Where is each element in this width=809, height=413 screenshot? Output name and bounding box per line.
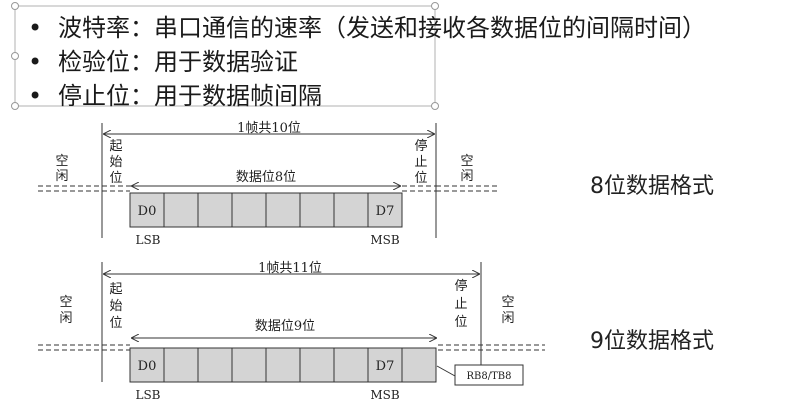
bullet-icon: •: [28, 82, 43, 110]
cell-label-d7: D7: [376, 204, 395, 219]
stop-bit-label: 停: [414, 138, 427, 154]
stop-bit-label: 止: [454, 297, 467, 312]
idle-label: 空: [460, 154, 473, 169]
data-bit-cell: [163, 192, 199, 228]
data-bit-cell: [129, 347, 165, 383]
data-bit-cell: [299, 347, 335, 383]
cell-label-d0: D0: [138, 204, 157, 219]
labels-9bit: 1帧共11位 空 闲 起 始 位 数据位9位 停 止 位 空 闲 LSB MSB…: [59, 261, 514, 402]
start-bit-label: 始: [109, 155, 122, 170]
lsb-label: LSB: [135, 233, 160, 247]
stop-bit-label: 止: [414, 155, 427, 170]
data-bit-cell: [231, 192, 267, 228]
data-bit-cell: [367, 192, 403, 228]
frame-8bit: [38, 123, 500, 238]
stop-bit-label: 停: [454, 278, 467, 294]
bullet-item-stop-bit: • 停止位：用于数据帧间隔: [28, 76, 322, 111]
idle-label: 闲: [59, 311, 72, 326]
start-bit-label: 起: [109, 282, 122, 297]
resize-handle[interactable]: [11, 102, 19, 110]
data-bits-label: 数据位9位: [255, 319, 315, 334]
cell-label-d0: D0: [138, 359, 157, 374]
data-cells-9bit: D0 D7: [129, 347, 437, 383]
data-bit-cell: [333, 192, 369, 228]
start-bit-label: 起: [109, 139, 122, 154]
data-bit-cell: [163, 347, 199, 383]
bullet-text-box[interactable]: • 波特率：串口通信的速率（发送和接收各数据位的间隔时间） • 检验位：用于数据验证…: [0, 0, 809, 120]
data-bit-cell: [231, 347, 267, 383]
data-bits-label: 数据位8位: [236, 170, 296, 185]
data-bit-cell: [401, 347, 437, 383]
idle-label: 闲: [55, 169, 68, 184]
bullet-text: 停止位：用于数据帧间隔: [58, 82, 322, 110]
start-bit-label: 位: [109, 316, 122, 331]
bullet-text: 波特率：串口通信的速率（发送和接收各数据位的间隔时间）: [58, 14, 706, 42]
total-label: 1帧共10位: [237, 121, 301, 136]
idle-label: 空: [501, 295, 514, 310]
bullet-text: 检验位：用于数据验证: [58, 48, 298, 76]
total-label: 1帧共11位: [258, 261, 322, 276]
lsb-label: LSB: [135, 388, 160, 402]
data-bit-cell: [265, 192, 301, 228]
extra-bit-label: RB8/TB8: [467, 371, 512, 382]
data-bit-cell: [129, 192, 165, 228]
idle-label: 空: [55, 154, 68, 169]
bullet-icon: •: [28, 48, 43, 76]
data-bit-cell: [197, 192, 233, 228]
cell-label-d7: D7: [376, 359, 395, 374]
start-bit-label: 位: [109, 171, 122, 186]
msb-label: MSB: [370, 233, 400, 247]
idle-label: 空: [59, 295, 72, 310]
bullet-item-baud-rate: • 波特率：串口通信的速率（发送和接收各数据位的间隔时间）: [28, 8, 706, 43]
idle-label: 闲: [460, 169, 473, 184]
data-bit-cell: [299, 192, 335, 228]
data-bit-cell: [367, 347, 403, 383]
start-bit-label: 始: [109, 299, 122, 314]
text-box-selection-frame: [11, 2, 439, 110]
labels-8bit: 1帧共10位 空 闲 起 始 位 数据位8位 停 止 位 空 闲 LSB MSB: [55, 121, 473, 247]
format-label-8bit: 8位数据格式: [590, 174, 714, 199]
format-label-9bit: 9位数据格式: [590, 329, 714, 354]
stop-bit-label: 位: [414, 171, 427, 186]
data-bit-cell: [197, 347, 233, 383]
bullet-item-check-bit: • 检验位：用于数据验证: [28, 42, 298, 77]
resize-handle[interactable]: [431, 2, 439, 10]
stop-bit-label: 位: [454, 315, 467, 330]
resize-handle[interactable]: [11, 52, 19, 60]
bullet-icon: •: [28, 14, 43, 42]
data-bit-cell: [333, 347, 369, 383]
resize-handle[interactable]: [431, 102, 439, 110]
data-cells-8bit: D0 D7: [129, 192, 403, 228]
msb-label: MSB: [370, 388, 400, 402]
frame-9bit: [38, 262, 545, 386]
idle-label: 闲: [501, 311, 514, 326]
resize-handle[interactable]: [11, 2, 19, 10]
data-bit-cell: [265, 347, 301, 383]
